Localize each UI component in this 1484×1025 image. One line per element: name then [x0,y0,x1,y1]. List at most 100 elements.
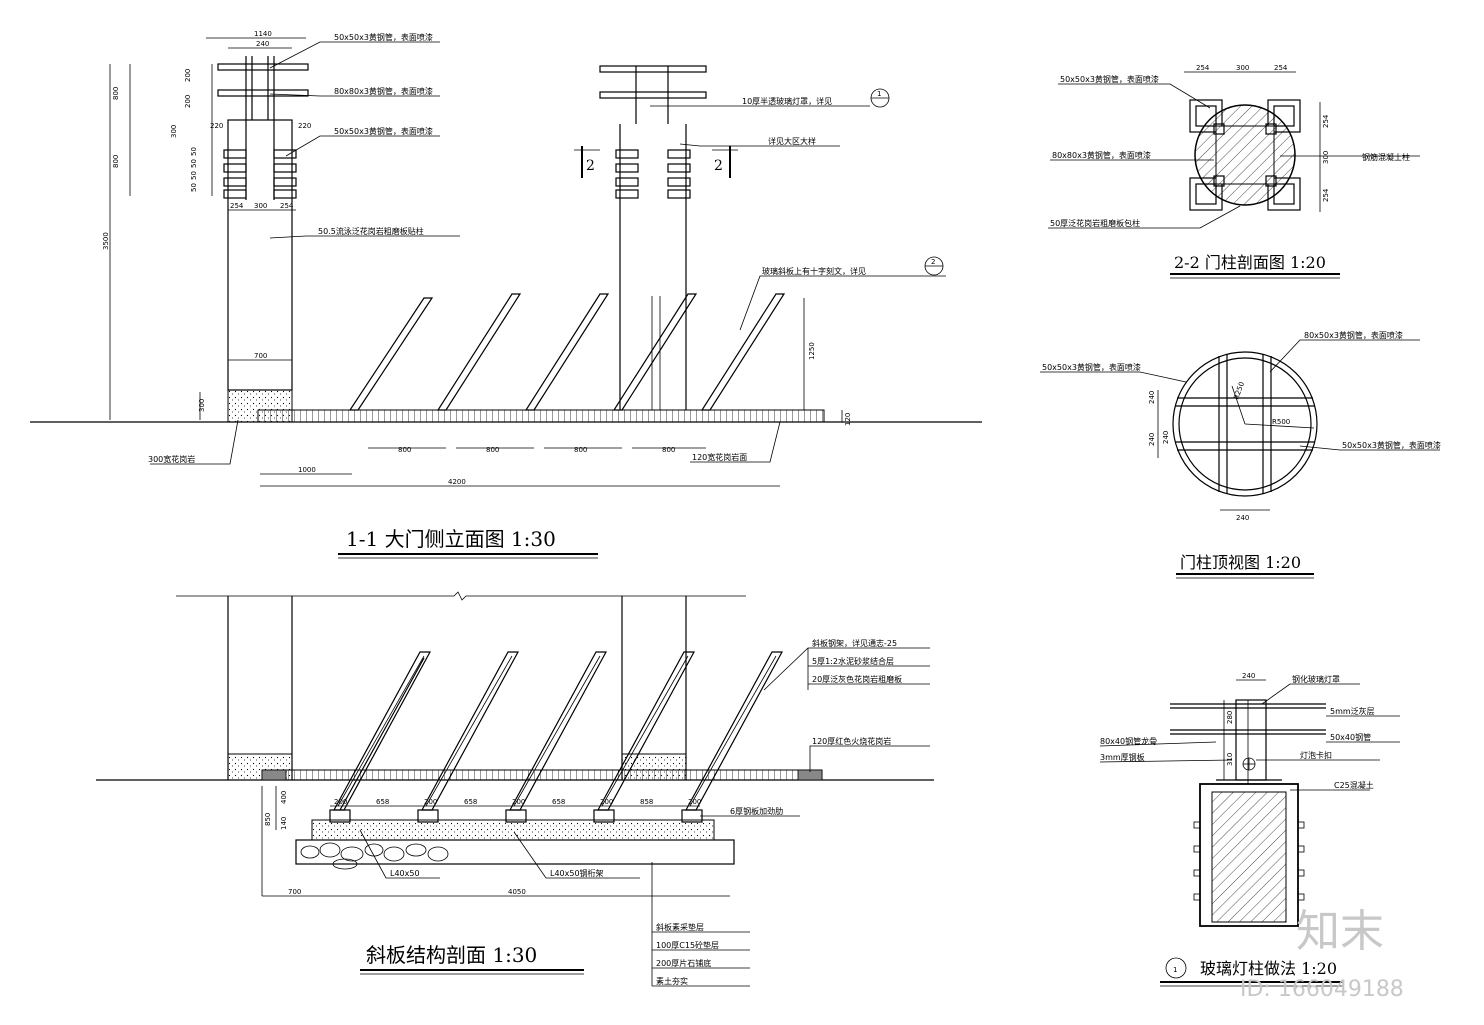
colsec-dim-254-c: 254 [1322,114,1330,128]
note-granite-cladding: 50.5流泳泛花岗岩粗磨板贴柱 [318,226,424,236]
note-granite-board: 20厚泛灰色花岗岩粗磨板 [812,674,902,684]
title-side-elevation: 1-1 大门侧立面图 1:30 [346,527,556,551]
slab-section-dimensions: 200 658 200 658 200 658 200 858 200 400 … [261,786,730,897]
section-cut-marks: 2 2 [574,146,738,178]
lamp-dim-280: 280 [1226,711,1234,724]
coltop-dim-240-b: 240 [1148,433,1156,446]
dim-220-right: 220 [298,122,311,130]
dim-200-b: 200 [184,95,192,108]
note-see-detail: 详见大区大样 [768,136,816,146]
ref-circle-2: 2 [931,258,935,266]
lamp-dim-310: 310 [1226,753,1234,766]
dim-slab-200-c: 200 [512,798,525,806]
dim-254-right: 254 [280,202,294,210]
dim-50-c: 50 [190,171,198,180]
column-section-view: 254 300 254 254 300 254 50x50x3黄钢管，表面喷漆 … [1048,64,1420,279]
colsec-dim-300-b: 300 [1322,151,1330,164]
note-50-tube-mid: 50x50x3黄钢管，表面喷漆 [334,126,433,136]
rubble-stones [300,842,449,870]
dim-slab-200-e: 200 [688,798,701,806]
dim-slab-658-b: 658 [464,798,477,806]
colsec-dim-254-b: 254 [1274,64,1288,72]
lamp-marker: 1 [1173,966,1177,974]
label-steel-truss: L40x50钢桁架 [550,868,604,878]
elevation-notes: 50x50x3黄钢管，表面喷漆 80x80x3黄钢管，表面喷漆 50x50x3黄… [148,32,946,465]
lamp-note-concrete: C25混凝土 [1334,780,1374,790]
lamp-note-5mm: 5mm泛灰层 [1330,706,1375,716]
dim-1000: 1000 [298,466,316,474]
elevation-dimension-labels: 1140 240 220 220 254 300 254 800 200 200… [102,30,852,486]
dim-slab-200-b: 200 [424,798,437,806]
layer-3: 200厚片石铺底 [656,958,711,968]
section-mark-left: 2 [586,158,595,174]
dim-slab-858: 858 [640,798,653,806]
label-angle-steel: L40x50 [390,869,420,878]
dim-slab-200-a: 200 [334,798,347,806]
elevation-reference-symbols: 1 2 [870,88,944,276]
lamp-note-glass: 钢化玻璃灯罩 [1292,674,1340,684]
elevation-dimensions [109,37,843,487]
coltop-note-50-tube-a: 50x50x3黄钢管，表面喷漆 [1042,362,1141,372]
dim-220-left: 220 [210,122,223,130]
section-mark-right: 2 [714,158,723,174]
dim-slab-4050: 4050 [508,888,526,896]
colsec-note-rc-column: 钢筋混凝土柱 [1362,152,1410,162]
coltop-dim-240-c: 240 [1236,514,1249,522]
watermark-brand: 知末 [1296,906,1384,957]
dim-800-c: 800 [574,446,587,454]
dim-slab-200-d: 200 [600,798,613,806]
dim-800-a: 800 [398,446,411,454]
coltop-dim-240-d: 240 [1162,431,1170,444]
lamp-wall-ties [1193,821,1305,901]
sloped-slabs-elevation [348,293,786,411]
coltop-dim-r500: R500 [1272,418,1290,426]
lamp-note-clip: 灯泡卡扣 [1300,750,1332,760]
slab-section-notes: L40x50 L40x50钢桁架 斜板钢架，详见通志-25 5厚1:2水泥砂浆结… [359,638,930,987]
note-mortar-layer: 5厚1:2水泥砂浆结合层 [812,656,894,666]
colsec-note-80-tube: 80x80x3黄钢管，表面喷漆 [1052,150,1151,160]
colsec-dim-300: 300 [1236,64,1249,72]
dim-slab-140: 140 [280,817,288,830]
layer-4: 素土夯实 [656,976,688,986]
note-120-granite: 120宽花岗岩面 [692,452,747,462]
dim-800-mid: 800 [112,155,120,168]
side-elevation-view: 1140 240 220 220 254 300 254 800 200 200… [30,30,982,559]
layer-1: 斜板素采垫层 [656,922,704,932]
watermark: 知末 ID: 166049188 [1240,906,1404,1002]
note-50-tube-top: 50x50x3黄钢管，表面喷漆 [334,32,433,42]
dim-4200: 4200 [448,478,466,486]
dim-slab-700: 700 [288,888,301,896]
dim-50-b: 50 [190,159,198,168]
dim-1250: 1250 [808,342,816,360]
note-80-tube: 80x80x3黄钢管，表面喷漆 [334,86,433,96]
colsec-note-50-tube: 50x50x3黄钢管，表面喷漆 [1060,74,1159,84]
dim-300: 300 [254,202,267,210]
dim-800-top: 800 [112,87,120,100]
dim-slab-658-c: 658 [552,798,565,806]
slab-section-view: 200 658 200 658 200 658 200 858 200 400 … [96,591,934,987]
dim-254-left: 254 [230,202,244,210]
note-slab-steel-frame: 斜板钢架，详见通志-25 [812,638,897,648]
title-slab-section: 斜板结构剖面 1:30 [366,943,537,967]
note-glass-slab: 玻璃斜板上有十字刻文，详见 [762,266,866,276]
lamp-note-80x40: 80x40钢管龙骨 [1100,736,1157,746]
note-300-granite: 300宽花岗岩 [148,454,195,464]
lamp-note-50x40: 50x40钢管 [1330,732,1371,742]
dim-slab-850: 850 [264,813,272,826]
slab-footings [295,809,735,870]
title-column-section: 2-2 门柱剖面图 1:20 [1174,253,1326,272]
title-lamp-detail: 玻璃灯柱做法 1:20 [1200,959,1337,978]
dim-800-b: 800 [486,446,499,454]
coltop-dim-240-a: 240 [1148,391,1156,404]
dim-50-a: 50 [190,147,198,156]
colsec-dim-254-a: 254 [1196,64,1210,72]
dim-800-d: 800 [662,446,675,454]
dim-700: 700 [254,352,267,360]
note-steel-stiffener: 6厚钢板加劲肋 [730,806,783,816]
lamp-dim-240: 240 [1242,672,1255,680]
dim-slab-658-a: 658 [376,798,389,806]
dim-50-d: 50 [190,183,198,192]
dim-300-left: 300 [170,125,178,138]
coltop-note-80-tube: 80x50x3黄钢管，表面喷漆 [1304,330,1403,340]
